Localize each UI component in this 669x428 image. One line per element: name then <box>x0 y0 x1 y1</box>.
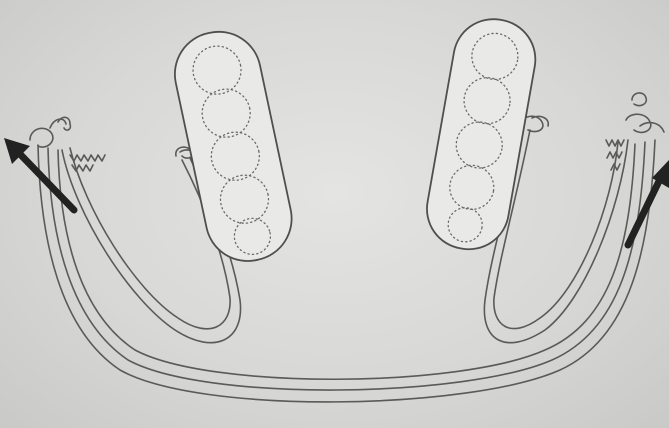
left-clasp <box>30 117 198 171</box>
left-arrow <box>4 138 74 210</box>
right-arrow <box>628 160 669 245</box>
right-clasp <box>520 93 664 170</box>
right-lingual-pad <box>421 13 542 256</box>
left-lingual-pad <box>167 24 299 269</box>
